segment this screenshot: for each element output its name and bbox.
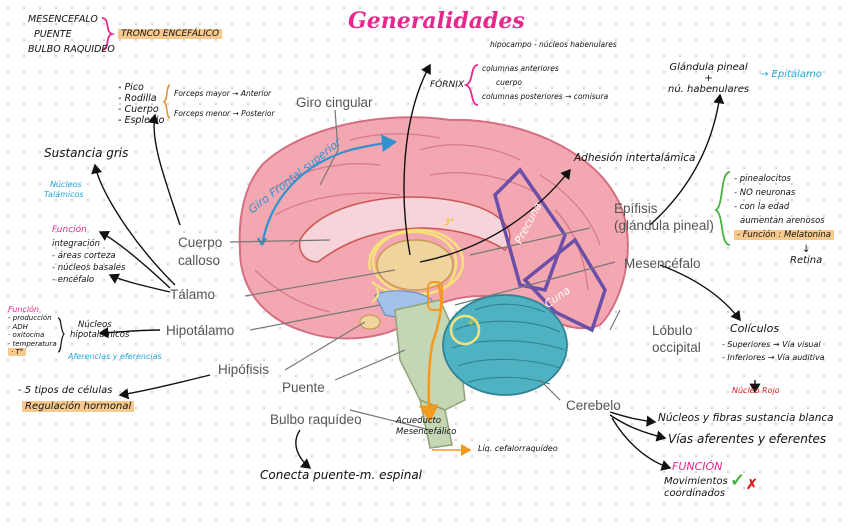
movimientos-line: Movimientos (664, 476, 728, 487)
retina-note: ↓ Retina (790, 244, 822, 266)
tronco-list: MESENCEFALO PUENTE BULBO RAQUIDEO (28, 12, 115, 57)
label-puente: Puente (282, 380, 325, 395)
label-line: Epífisis (614, 201, 658, 216)
hipot-fn-item: · temperatura (8, 339, 57, 348)
tronco-label: TRONCO ENCEFÁLICO (118, 29, 223, 39)
nucleos-hipot-line: Núcleos (78, 320, 112, 330)
label-epifisis: Epífisis (glándula pineal) (614, 200, 714, 234)
epitalamo: → Epitálamo (760, 69, 822, 80)
glandula-pineal-note: Glándula pineal + nú. habenulares (668, 62, 749, 95)
calloso-parts: - Pico - Rodilla - Cuerpo - Esplenio (118, 82, 164, 126)
bulbo-note: Conecta puente-m. espinal (260, 468, 423, 482)
label-bulbo: Bulbo raquídeo (270, 412, 362, 427)
talamo-fn-item: - núcleos basales (52, 263, 126, 273)
coliculo-item: - Superiores → Vía visual (722, 340, 821, 349)
label-ventricle-4: 4° (468, 318, 479, 328)
aferencias: Aferencias y eferencias (68, 352, 162, 361)
tronco-item: PUENTE (34, 29, 72, 40)
label-ventricle-3: 3° (444, 218, 455, 228)
hipot-funcion-list: - producción · ADH · oxitocina · tempera… (8, 314, 57, 357)
page-title: Generalidades (348, 8, 525, 34)
pineal-item: - Función : Melatonina (734, 228, 834, 242)
label-hipofisis: Hipófisis (218, 362, 270, 377)
talamo-fn-item: integración (52, 239, 101, 249)
label-line: calloso (178, 253, 221, 268)
corpus-callosum-shape (298, 196, 511, 263)
glandula-line: + (704, 73, 713, 84)
acueducto-line: Mesencefálico (396, 427, 457, 437)
fornix-item: columnas posteriores → comisura (482, 92, 609, 101)
label-mesencefalo: Mesencéfalo (624, 256, 701, 271)
cerebelo-funcion: FUNCIÓN (672, 460, 723, 473)
hipot-fn-item: · ADH (8, 322, 28, 331)
forceps-list: Forceps mayor → Anterior Forceps menor →… (174, 84, 275, 124)
fornix-item: hipocampo - núcleos habenulares (490, 40, 617, 49)
label-line: Cuerpo (178, 235, 223, 250)
nucleo-rojo: Núcleo Rojo (732, 386, 780, 395)
label-line: (glándula pineal) (614, 218, 714, 233)
nucleos-talamicos-line: Talámicos (44, 190, 84, 199)
fornix-list: columnas anteriores cuerpo columnas post… (482, 62, 608, 104)
coliculo-item: - Inferiores → Vía auditiva (722, 353, 825, 362)
hipofisis-tipos: - 5 tipos de células (18, 385, 113, 396)
pituitary-shape (359, 314, 381, 330)
hipot-fn-item: · oxitocina (8, 331, 45, 339)
check-icon: ✓ (730, 470, 746, 490)
cerebelo-item: Vías aferentes y eferentes (668, 432, 827, 446)
label-lobulo-occipital: Lóbulo occipital (652, 322, 701, 356)
adhesion-intertalamica: Adhesión intertalámica (574, 152, 696, 164)
glandula-line: nú. habenulares (668, 84, 750, 95)
glandula-line: Glándula pineal (669, 62, 748, 73)
calloso-part: - Esplenio (118, 115, 165, 126)
nucleos-hipot-line: hipotalámicos (70, 330, 130, 340)
retina-label: Retina (790, 255, 823, 266)
liquido-cefalorraquideo: Líq. cefalorraquídeo (478, 444, 558, 453)
label-line: Lóbulo (652, 323, 693, 338)
calloso-part: - Pico (118, 82, 144, 93)
hipot-funcion-title: Función (8, 305, 40, 314)
movimientos-line: coordinados (664, 488, 726, 499)
thalamus-shape (376, 239, 454, 291)
fornix-item: columnas anteriores (482, 64, 559, 73)
tronco-item: BULBO RAQUIDEO (28, 44, 115, 55)
label-hipotalamo: Hipotálamo (166, 323, 235, 338)
coliculos-title: Colículos (730, 322, 780, 335)
fornix-item: cuerpo (496, 78, 522, 87)
nucleos-talamicos-line: Núcleos (50, 180, 82, 189)
pineal-item: aumentan arenosos (740, 216, 825, 226)
acueducto-line: Acueducto (396, 416, 442, 426)
label-cerebelo: Cerebelo (566, 398, 621, 413)
pineal-item: - con la edad (734, 202, 790, 212)
talamo-fn-item: - encéfalo (52, 275, 95, 285)
label-line: occipital (652, 340, 701, 355)
nucleos-talamicos: Núcleos Talámicos (44, 180, 84, 200)
cerebelo-item: Núcleos y fibras sustancia blanca (658, 412, 834, 424)
label-cuerpo-calloso: Cuerpo calloso (178, 234, 222, 270)
movimientos-note: Movimientos coordinados (664, 476, 728, 500)
calloso-part: - Cuerpo (118, 104, 159, 115)
retina-arrow: ↓ (801, 244, 811, 255)
forceps-item: Forceps menor → Posterior (174, 109, 275, 118)
talamo-funcion-list: integración - áreas corteza - núcleos ba… (52, 238, 125, 286)
hipofisis-regulacion: Regulación hormonal (22, 401, 135, 412)
pineal-item: - NO neuronas (734, 188, 796, 198)
acueducto-note: Acueducto Mesencefálico (396, 416, 456, 438)
coliculos-list: - Superiores → Vía visual - Inferiores →… (722, 338, 825, 364)
calloso-part: - Rodilla (118, 93, 157, 104)
tronco-item: MESENCEFALO (28, 14, 98, 25)
pineal-list: - pinealocitos - NO neuronas - con la ed… (734, 172, 834, 242)
fornix-label: FÓRNIX (430, 80, 465, 90)
talamo-funcion-title: Función (52, 225, 87, 235)
pineal-item: - pinealocitos (734, 174, 791, 184)
forceps-item: Forceps mayor → Anterior (174, 89, 272, 98)
hipot-fn-item: - producción (8, 314, 52, 322)
cross-icon: ✗ (746, 476, 758, 492)
label-giro-cingular: Giro cingular (296, 95, 373, 110)
nucleos-hipotalamicos: Núcleos hipotalámicos (70, 320, 129, 340)
sustancia-gris: Sustancia gris (44, 146, 129, 160)
label-talamo: Tálamo (170, 287, 216, 302)
talamo-fn-item: - áreas corteza (52, 251, 116, 261)
hipot-fn-item: · T° (8, 348, 57, 357)
